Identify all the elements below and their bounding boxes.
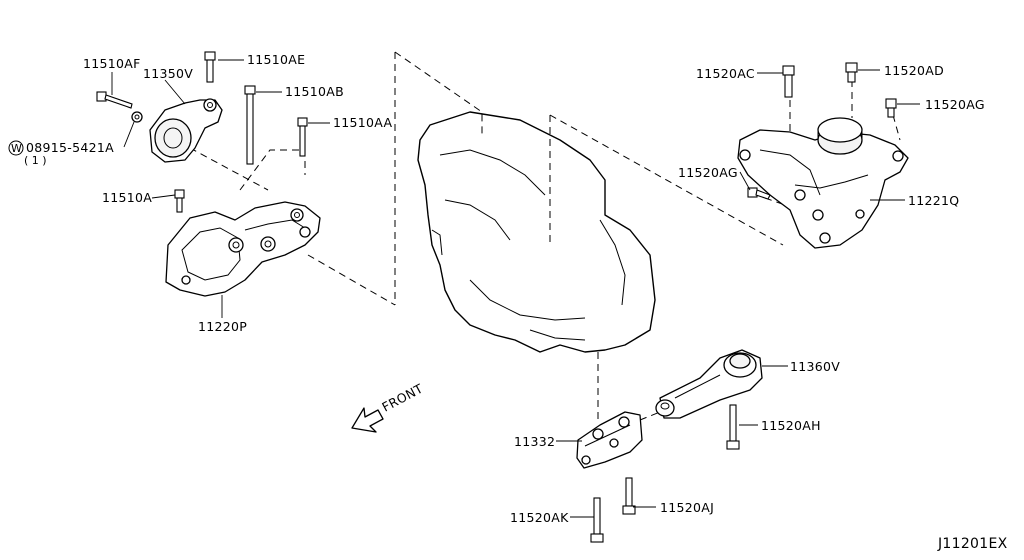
label-11510aa: 11510AA (333, 115, 392, 130)
bolt-11510ae (204, 51, 216, 83)
label-11221q: 11221Q (908, 193, 959, 208)
bolt-11520ac (782, 65, 795, 98)
diagram-id: J11201EX (937, 536, 1008, 552)
bolt-11510a (174, 189, 185, 213)
bolt-11520ak (590, 497, 604, 543)
label-11520aj: 11520AJ (660, 500, 714, 515)
mount-bracket-11220p (165, 201, 321, 297)
label-11520ad: 11520AD (884, 63, 944, 78)
label-11332: 11332 (514, 434, 555, 449)
bolt-11510ab (244, 85, 256, 165)
mount-bracket-11221q (737, 117, 909, 249)
projection-lines (189, 51, 901, 421)
label-11350v: 11350V (143, 66, 193, 81)
bolt-11520ag-top (885, 98, 897, 118)
bolt-11520aj (622, 477, 636, 515)
mount-bracket-11350v (149, 98, 223, 163)
label-11520ak: 11520AK (510, 510, 569, 525)
label-11520ag-mid: 11520AG (678, 165, 738, 180)
engine-block-outline (417, 111, 656, 353)
bolt-11520ad (845, 62, 858, 83)
front-direction-arrow (351, 407, 384, 433)
label-11510af: 11510AF (83, 56, 141, 71)
washer-08915 (131, 111, 143, 123)
label-11510a: 11510A (102, 190, 152, 205)
label-11510ae: 11510AE (247, 52, 305, 67)
bolt-11510af (96, 91, 133, 109)
label-08915-qty: ( 1 ) (24, 154, 47, 167)
mount-bracket-11332 (576, 411, 643, 469)
label-11220p: 11220P (198, 319, 247, 334)
label-11510ab: 11510AB (285, 84, 344, 99)
torque-rod-11360v (655, 349, 763, 419)
bolt-11510aa (297, 117, 308, 157)
label-front: FRONT (379, 381, 425, 415)
washer-symbol: W (11, 142, 22, 155)
label-08915-5421a: 08915-5421A (26, 140, 114, 155)
bolt-11520ah (726, 404, 740, 450)
label-11360v: 11360V (790, 359, 840, 374)
label-11520ac: 11520AC (696, 66, 755, 81)
label-11520ah: 11520AH (761, 418, 821, 433)
washer-callout: W 08915-5421A ( 1 ) (8, 140, 114, 167)
leader-lines (111, 59, 920, 518)
bolt-11520ag-mid (747, 187, 771, 200)
label-11520ag-top: 11520AG (925, 97, 985, 112)
